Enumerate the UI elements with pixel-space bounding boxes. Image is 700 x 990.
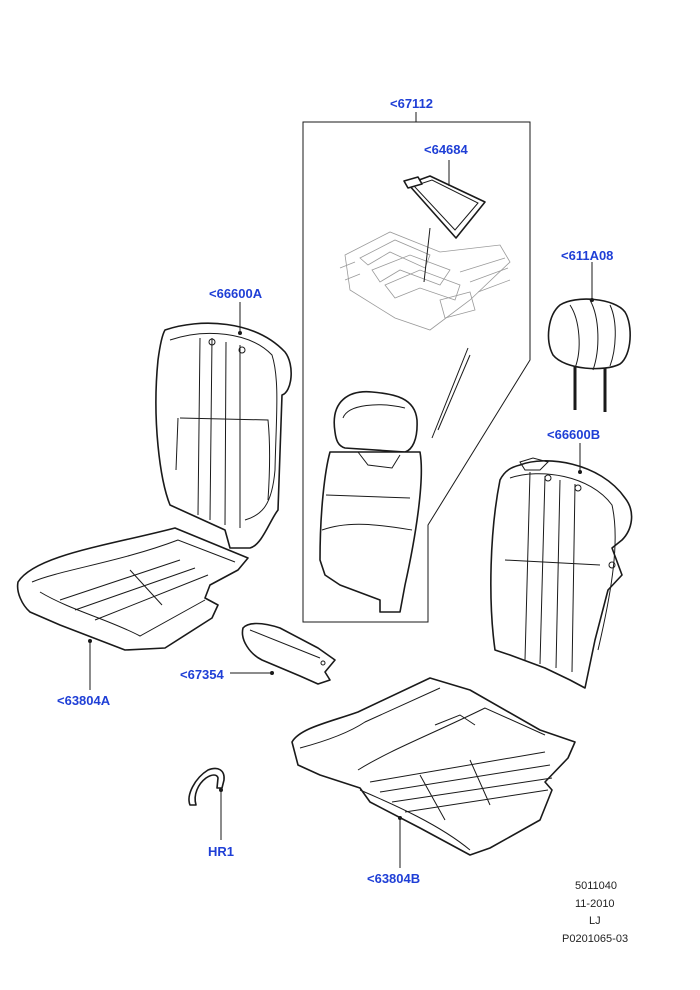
part-67354-armrest — [230, 622, 336, 685]
callout-63804A[interactable]: <63804A — [57, 693, 111, 708]
callout-66600B[interactable]: <66600B — [547, 427, 601, 442]
callout-611A08[interactable]: <611A08 — [561, 248, 614, 263]
footer-initials: LJ — [589, 915, 601, 927]
callout-67354[interactable]: <67354 — [180, 667, 224, 682]
part-HR1-clip — [188, 767, 225, 840]
footer-date: 11-2010 — [575, 898, 615, 910]
part-66600B-seatback — [490, 443, 633, 689]
callout-63804B[interactable]: <63804B — [367, 871, 421, 886]
part-63804B-cushion — [291, 677, 576, 868]
part-split-seatback — [319, 347, 471, 613]
part-66600A-seatback — [155, 302, 292, 549]
console-context-illustration — [339, 231, 511, 331]
part-611A08-headrest — [547, 262, 631, 412]
callout-66600A[interactable]: <66600A — [209, 286, 263, 301]
callout-64684[interactable]: <64684 — [424, 142, 468, 157]
footer-ref-number: 5011040 — [575, 880, 618, 892]
group-frame-67112 — [302, 112, 531, 623]
part-64684-tray — [403, 160, 486, 283]
callout-HR1[interactable]: HR1 — [208, 844, 235, 859]
callout-67112[interactable]: <67112 — [390, 96, 434, 111]
part-63804A-cushion — [16, 527, 249, 690]
footer-drawing-code: P0201065-03 — [562, 933, 629, 945]
